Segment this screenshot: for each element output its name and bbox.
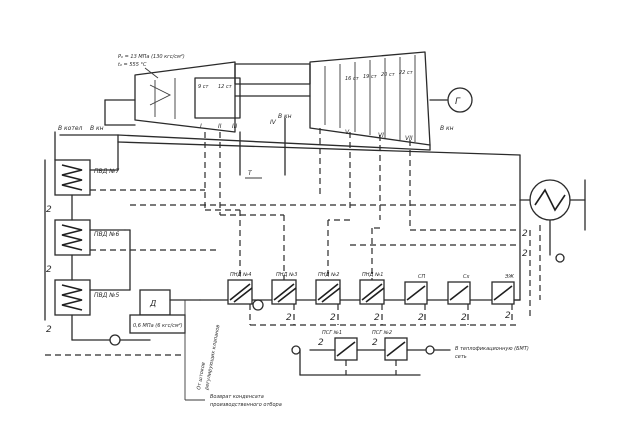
extraction-V: V [345, 129, 350, 136]
drain-2-i: 2 [505, 311, 511, 321]
drain-2-b: 2 [46, 265, 52, 275]
sx-label: Сх [463, 274, 469, 280]
network-pump-icon [425, 345, 435, 355]
hp-heater-6-label: ПВД №6 [94, 231, 119, 238]
lp-heater-1-label: ПНД №1 [362, 272, 383, 278]
drain-2-l: 2 [522, 229, 528, 239]
extraction-VI: VI [378, 132, 384, 139]
drain-2-f: 2 [374, 313, 380, 323]
to-boiler-label: В котел [58, 125, 83, 132]
extraction-t-label: Т [248, 170, 253, 177]
generator-symbol: Г [455, 97, 461, 107]
drain-2-j: 2 [318, 338, 324, 348]
extraction-II: II [218, 123, 222, 130]
bottom-label-2a: Возврат конденсата [210, 394, 264, 400]
hp-stage-label-1: 9 ст [198, 84, 210, 90]
ej-label: ЭЖ [504, 274, 514, 280]
turbine-casing-center [234, 63, 311, 85]
lp-stage-label-3: 20 ст [381, 72, 396, 78]
lp-heater-3-label: ПНД №3 [276, 272, 297, 278]
deaerator-pressure: 0,6 МПа (6 кгс/см²) [133, 323, 183, 329]
drain-2-m: 2 [522, 249, 528, 259]
drain-pump-icon [252, 299, 264, 311]
hp-heater-7-label: ПВД №7 [94, 168, 119, 175]
drain-2-d: 2 [286, 313, 292, 323]
lp-heater-2-label: ПНД №2 [318, 272, 339, 278]
network-line-1: В теплофикационную (БМТ) [455, 346, 529, 352]
sp-label: СП [418, 274, 425, 280]
extraction-I: I [200, 123, 202, 130]
extraction-IV: IV [270, 119, 277, 126]
steam-params-label: P₀ = 13 МПа (130 кгс/см²) [118, 54, 185, 60]
generator-icon [447, 87, 473, 113]
steam-temp-label: t₀ = 555 °C [118, 62, 147, 68]
hp-stage-label-2: 12 ст [218, 84, 233, 90]
to-condenser-left: В кн [90, 125, 104, 132]
lp-heater-4-label: ПНД №4 [230, 272, 251, 278]
drain-2-k: 2 [372, 338, 378, 348]
hp-heater-5-label: ПВД №5 [94, 292, 119, 299]
condensate-pump-icon [555, 253, 565, 263]
extraction-VII: VII [405, 135, 413, 142]
to-condenser-right: В кн [440, 125, 454, 132]
hp-cylinder [134, 61, 236, 133]
extraction-III: III [232, 123, 238, 130]
drain-2-h: 2 [461, 313, 467, 323]
network-heater-1-label: ПСГ №1 [322, 330, 342, 336]
bottom-label-1b: регулирующих клапанов [204, 324, 222, 391]
drain-2-e: 2 [330, 313, 336, 323]
feed-pump-icon [109, 334, 121, 346]
lp-stage-label-4: 22 ст [399, 70, 414, 76]
lp-stage-label-2: 19 ст [363, 74, 378, 80]
network-heater-2-label: ПСГ №2 [372, 330, 392, 336]
turbine-casing-left [194, 77, 241, 119]
drain-2-a: 2 [46, 205, 52, 215]
deaerator-label: Д [149, 299, 156, 308]
bottom-label-1a: От штоков [196, 362, 207, 391]
bottom-label-2b: производственного отбора [210, 402, 282, 408]
drain-2-c: 2 [46, 325, 52, 335]
lp-stage-label-1: 16 ст [345, 76, 360, 82]
to-condenser-mid: В кн [278, 113, 292, 120]
drain-2-g: 2 [418, 313, 424, 323]
drain-pump-icon-2 [291, 345, 301, 355]
network-line-2: сеть [455, 354, 467, 360]
